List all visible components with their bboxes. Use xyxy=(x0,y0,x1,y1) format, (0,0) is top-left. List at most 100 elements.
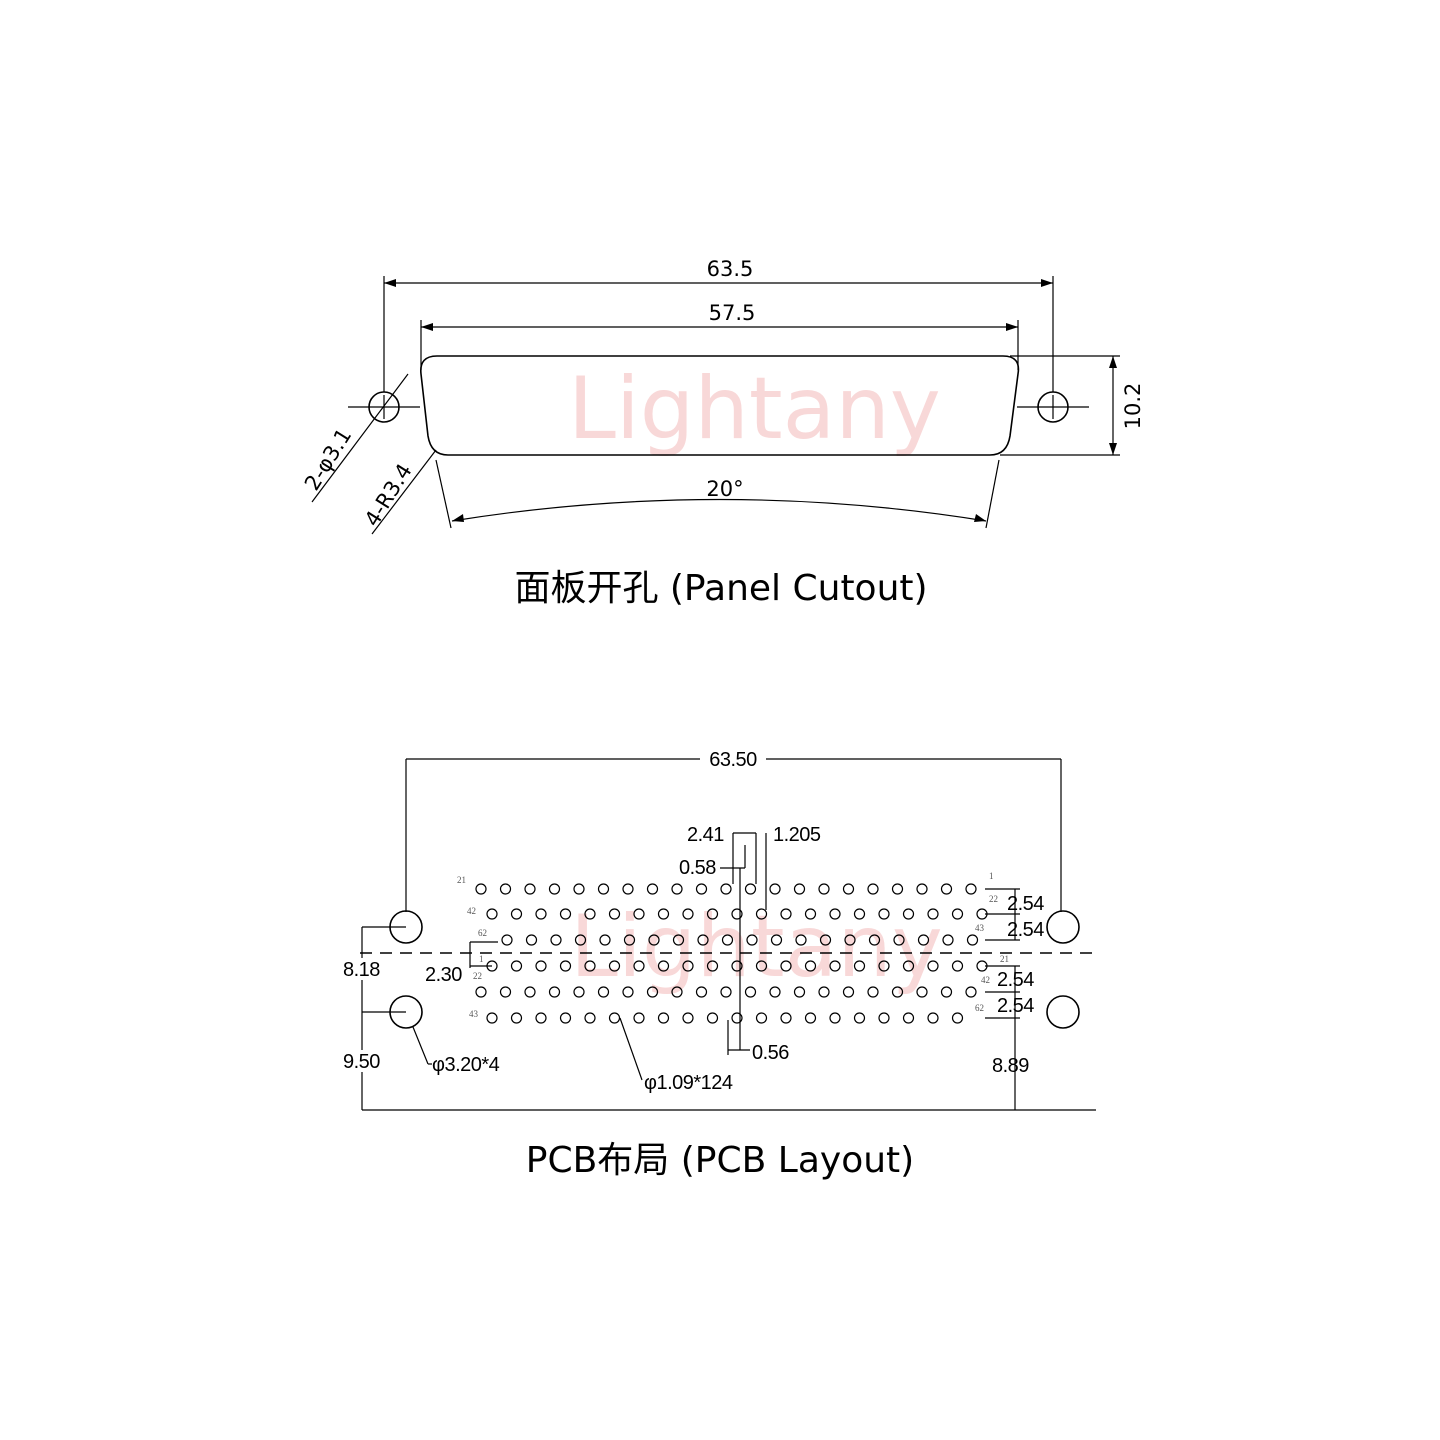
pcb-pin-hole-icon xyxy=(584,1012,596,1024)
pcb-pin-hole-icon xyxy=(951,908,964,920)
pin-label: 22 xyxy=(473,971,482,981)
pcb-pin-hole-icon xyxy=(501,934,513,946)
pcb-pin-hole-icon xyxy=(951,1012,964,1024)
pcb-pin-hole-icon xyxy=(744,883,757,895)
pcb-pin-hole-icon xyxy=(842,883,855,895)
pcb-pin-hole-icon xyxy=(916,883,928,895)
pcb-pin-hole-icon xyxy=(829,1012,841,1024)
pcb-pin-hole-icon xyxy=(672,934,685,946)
dim-label-small-offset: 0.58 xyxy=(679,857,716,879)
pcb-pin-hole-icon xyxy=(744,986,757,998)
angle-arc xyxy=(451,498,987,522)
dim-label-height: 10.2 xyxy=(1121,383,1145,430)
pcb-pin-hole-icon xyxy=(793,986,806,998)
leader-pin-holes xyxy=(619,1017,643,1081)
dim-label-right-bottom: 8.89 xyxy=(992,1055,1029,1077)
dim-label-row-shift: 2.30 xyxy=(425,964,462,986)
pcb-pin-hole-icon xyxy=(682,908,694,920)
pcb-pin-hole-icon xyxy=(608,908,621,920)
pcb-pin-hole-icon xyxy=(917,934,930,946)
dim-label-row-pitch-2: 2.54 xyxy=(1007,919,1044,941)
pin-label: 1 xyxy=(989,871,994,881)
dim-label-col-offset: 2.41 xyxy=(687,824,724,846)
pcb-pin-hole-icon xyxy=(584,908,596,920)
pcb-pin-hole-icon xyxy=(867,986,879,998)
pcb-pin-hole-icon xyxy=(951,960,964,972)
pcb-pin-hole-icon xyxy=(573,883,585,895)
pcb-pin-hole-icon xyxy=(548,986,561,998)
pcb-pin-hole-icon xyxy=(829,960,841,972)
pcb-pin-hole-icon xyxy=(524,883,536,895)
leader-radius xyxy=(371,449,437,535)
pcb-pin-hole-icon xyxy=(793,883,806,895)
pcb-pin-hole-icon xyxy=(608,1012,621,1024)
pcb-pin-hole-icon xyxy=(682,960,694,972)
pcb-pin-hole-icon xyxy=(671,883,683,895)
pcb-pin-hole-icon xyxy=(878,1012,890,1024)
pcb-pin-hole-icon xyxy=(720,883,732,895)
pcb-pin-hole-icon xyxy=(804,1012,817,1024)
leader-holes xyxy=(311,373,409,503)
pcb-pin-hole-icon xyxy=(965,986,977,998)
pcb-pin-hole-icon xyxy=(927,908,939,920)
panel-caption: 面板开孔 (Panel Cutout) xyxy=(514,568,927,609)
pcb-pin-hole-icon xyxy=(804,908,817,920)
pcb-pin-hole-icon xyxy=(842,986,855,998)
dim-label-half-pitch: 1.205 xyxy=(773,824,821,846)
pcb-pin-hole-icon xyxy=(475,986,487,998)
pcb-pin-hole-icon xyxy=(706,1012,719,1024)
pcb-pin-hole-icon xyxy=(584,960,596,972)
pcb-pin-hole-icon xyxy=(878,960,890,972)
dim-label-mount-holes: φ3.20*4 xyxy=(432,1054,500,1076)
pin-label: 21 xyxy=(457,875,466,885)
pcb-pin-hole-icon xyxy=(499,883,512,895)
dim-label-left-top: 8.18 xyxy=(343,959,380,981)
pcb-pin-hole-icon xyxy=(633,908,645,920)
pcb-pin-hole-icon xyxy=(510,1012,523,1024)
pcb-pin-hole-icon xyxy=(633,1012,645,1024)
pcb-pin-hole-icon xyxy=(510,908,523,920)
dim-label-angle: 20° xyxy=(706,477,743,501)
dim-label-bottom-offset: 0.56 xyxy=(752,1042,789,1064)
pcb-pin-hole-icon xyxy=(623,934,636,946)
pcb-pin-hole-icon xyxy=(559,1012,572,1024)
pcb-pin-hole-icon xyxy=(770,934,783,946)
pcb-pin-hole-icon xyxy=(780,960,792,972)
pcb-pin-hole-icon xyxy=(902,960,915,972)
leader-mount-holes xyxy=(412,1026,429,1065)
pcb-pin-hole-icon xyxy=(795,934,807,946)
pcb-pin-hole-icon xyxy=(706,908,719,920)
pcb-pin-hole-icon xyxy=(878,908,890,920)
pcb-pin-hole-icon xyxy=(510,960,523,972)
pcb-pin-hole-icon xyxy=(769,986,781,998)
pcb-pin-hole-icon xyxy=(695,986,708,998)
pcb-pin-hole-icon xyxy=(853,960,866,972)
right-mount-hole-icon xyxy=(1017,391,1089,423)
pcb-pin-hole-icon xyxy=(927,1012,939,1024)
pcb-pin-hole-icon xyxy=(657,960,670,972)
pcb-pin-hole-icon xyxy=(755,908,768,920)
pcb-pin-hole-icon xyxy=(559,960,572,972)
pcb-pin-hole-icon xyxy=(867,883,879,895)
pcb-pin-hole-icon xyxy=(755,960,768,972)
pcb-pin-hole-icon xyxy=(697,934,709,946)
pcb-pin-hole-icon xyxy=(486,908,498,920)
pcb-pin-hole-icon xyxy=(499,986,512,998)
pcb-pin-hole-icon xyxy=(818,986,830,998)
pcb-pin-hole-icon xyxy=(524,986,536,998)
pin-label: 1 xyxy=(479,954,484,964)
pcb-pin-hole-icon xyxy=(574,934,587,946)
pin-label: 62 xyxy=(975,1003,984,1013)
pcb-pin-hole-icon xyxy=(819,934,832,946)
dim-label-row-pitch-4: 2.54 xyxy=(997,995,1034,1017)
pcb-pin-hole-icon xyxy=(559,908,572,920)
pcb-pin-hole-icon xyxy=(608,960,621,972)
pin-label: 42 xyxy=(981,975,990,985)
pcb-pin-hole-icon xyxy=(804,960,817,972)
pin-label: 43 xyxy=(975,923,985,933)
pcb-pin-hole-icon xyxy=(844,934,856,946)
pcb-pin-hole-icon xyxy=(902,1012,915,1024)
pcb-pin-hole-icon xyxy=(475,883,487,895)
mount-hole-bottom-right-icon xyxy=(1046,995,1080,1029)
